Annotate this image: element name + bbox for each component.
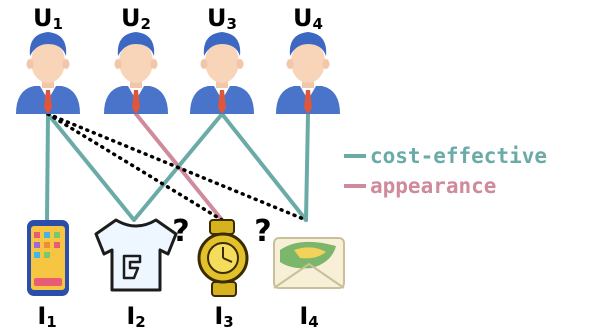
edge-unknown-u1-i4 <box>46 112 308 222</box>
item-3: I3 <box>197 219 249 331</box>
item-2: I2 <box>94 218 178 331</box>
legend-cost-effective: cost-effective <box>344 144 547 168</box>
item-2-label: I2 <box>126 302 145 331</box>
item-4-label: I4 <box>299 302 318 331</box>
user-1: U1 <box>16 4 80 114</box>
edge-cost-effective-u3-i4 <box>220 112 308 222</box>
edge-unknown-u1-i3 <box>46 112 224 222</box>
tshirt-icon <box>94 218 178 292</box>
unknown-preference-mark: ? <box>254 214 271 249</box>
item-1-label: I1 <box>37 302 56 331</box>
item-4: I4 <box>273 237 345 331</box>
edge-cost-effective-u1-i2 <box>46 112 136 222</box>
edges-layer <box>45 112 310 222</box>
user-3-label: U3 <box>207 4 237 33</box>
smartphone-icon <box>27 220 69 296</box>
edge-cost-effective-u4-i4 <box>304 112 310 222</box>
user-avatar-icon <box>276 32 340 114</box>
watch-icon <box>197 219 249 297</box>
legend: cost-effective appearance <box>344 144 547 198</box>
user-2: U2 <box>104 4 168 114</box>
user-1-label: U1 <box>33 4 63 33</box>
legend-appearance: appearance <box>344 174 496 198</box>
user-4: U4 <box>276 4 340 114</box>
unknown-preference-mark: ? <box>172 214 189 249</box>
item-1: I1 <box>27 220 69 331</box>
user-4-label: U4 <box>293 4 323 33</box>
envelope-icon <box>273 237 345 289</box>
edge-cost-effective-u1-i1 <box>45 112 50 222</box>
user-avatar-icon <box>16 32 80 114</box>
user-avatar-icon <box>104 32 168 114</box>
legend-label-cost-effective: cost-effective <box>370 144 547 168</box>
user-avatar-icon <box>190 32 254 114</box>
user-2-label: U2 <box>121 4 151 33</box>
legend-label-appearance: appearance <box>370 174 496 198</box>
user-3: U3 <box>190 4 254 114</box>
item-3-label: I3 <box>214 302 233 331</box>
